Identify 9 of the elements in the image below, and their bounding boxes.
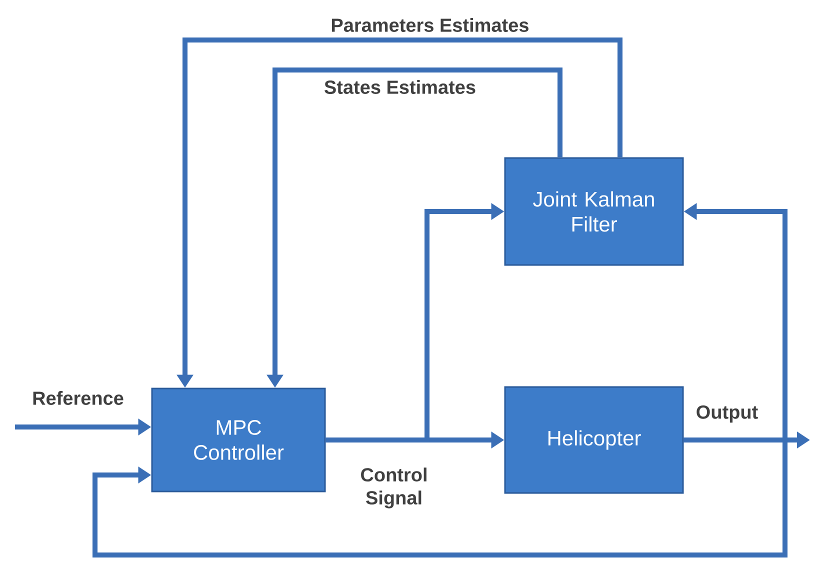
process-box: Helicopter <box>504 386 684 494</box>
arrow <box>92 437 788 558</box>
edge-label: Parameters Estimates <box>332 18 528 32</box>
edge-label: Control Signal <box>361 468 426 508</box>
process-box: MPC Controller <box>151 388 326 492</box>
process-box: Joint Kalman Filter <box>504 157 684 266</box>
edge-label: States Estimates <box>324 80 476 94</box>
edge-label: Output <box>696 405 758 423</box>
edge-label: Reference <box>33 391 124 405</box>
